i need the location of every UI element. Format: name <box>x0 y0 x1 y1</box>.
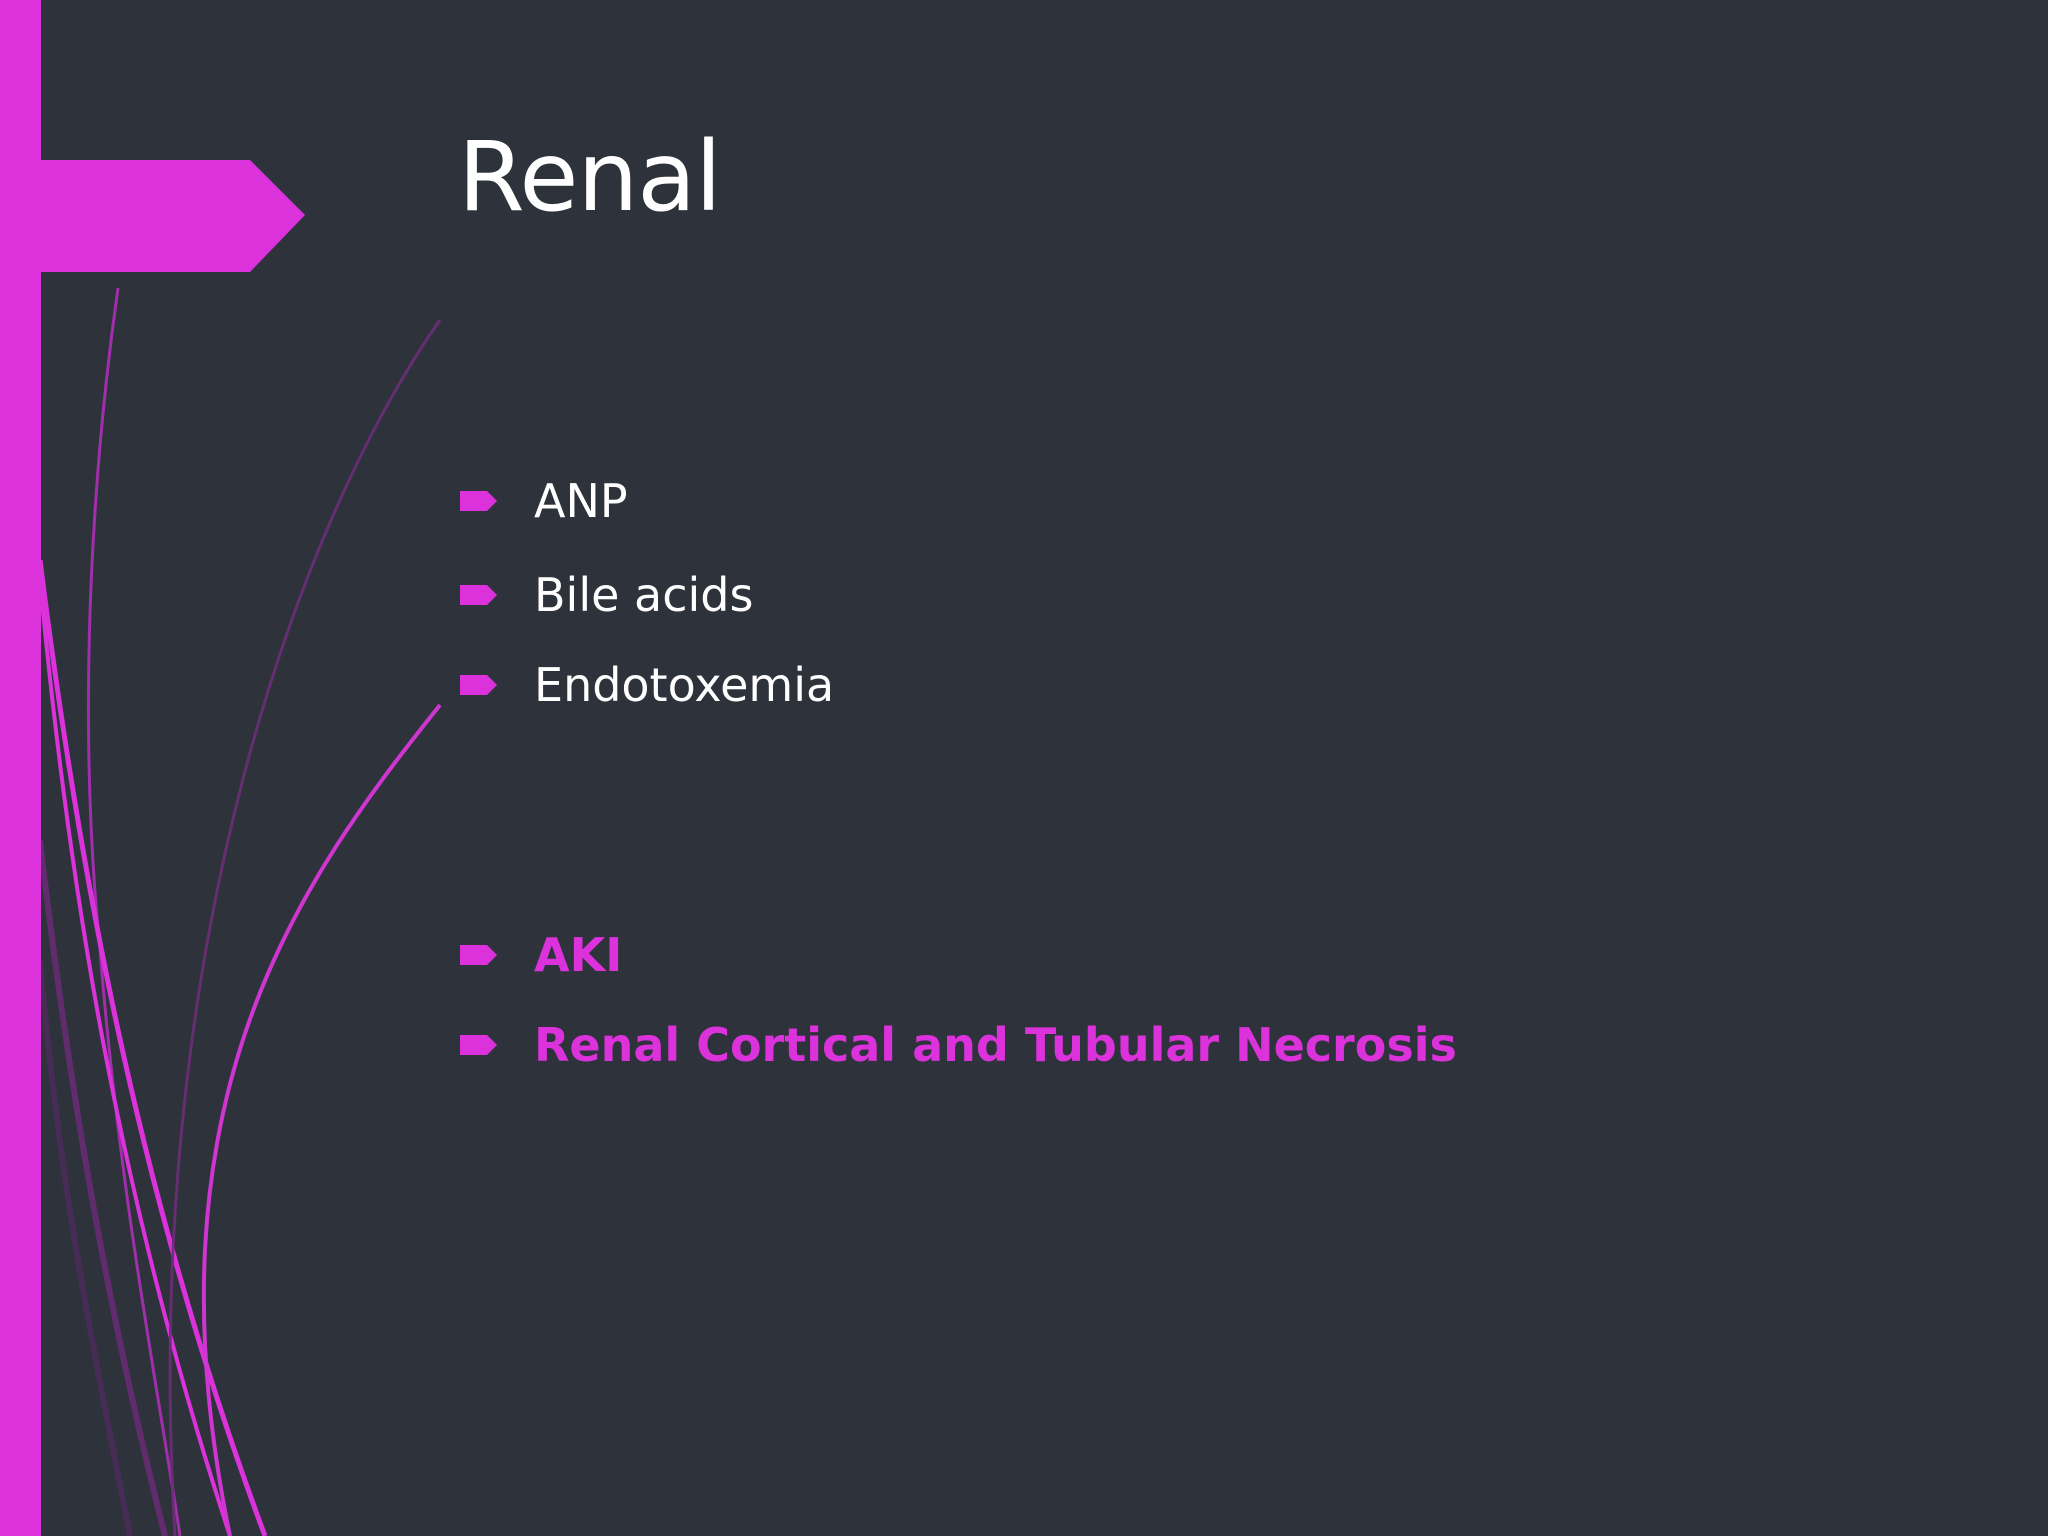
bullet-text: Endotoxemia <box>534 658 835 712</box>
left-accent-bar <box>0 0 41 1536</box>
bullet-text: ANP <box>534 474 628 528</box>
bullet-text: Renal Cortical and Tubular Necrosis <box>534 1018 1457 1072</box>
arrow-bullet-icon <box>460 945 497 965</box>
bullet-item: Bile acids <box>460 572 753 618</box>
bullet-text: AKI <box>534 928 623 982</box>
bullet-item-highlighted: Renal Cortical and Tubular Necrosis <box>460 1022 1457 1068</box>
title-tab-arrow <box>40 160 305 272</box>
arrow-bullet-icon <box>460 675 497 695</box>
slide-title: Renal <box>458 121 722 233</box>
bullet-item-highlighted: AKI <box>460 932 622 978</box>
bullet-text: Bile acids <box>534 568 754 622</box>
bullet-item: ANP <box>460 478 628 524</box>
arrow-bullet-icon <box>460 585 497 605</box>
arrow-bullet-icon <box>460 491 497 511</box>
bullet-item: Endotoxemia <box>460 662 834 708</box>
arrow-bullet-icon <box>460 1035 497 1055</box>
